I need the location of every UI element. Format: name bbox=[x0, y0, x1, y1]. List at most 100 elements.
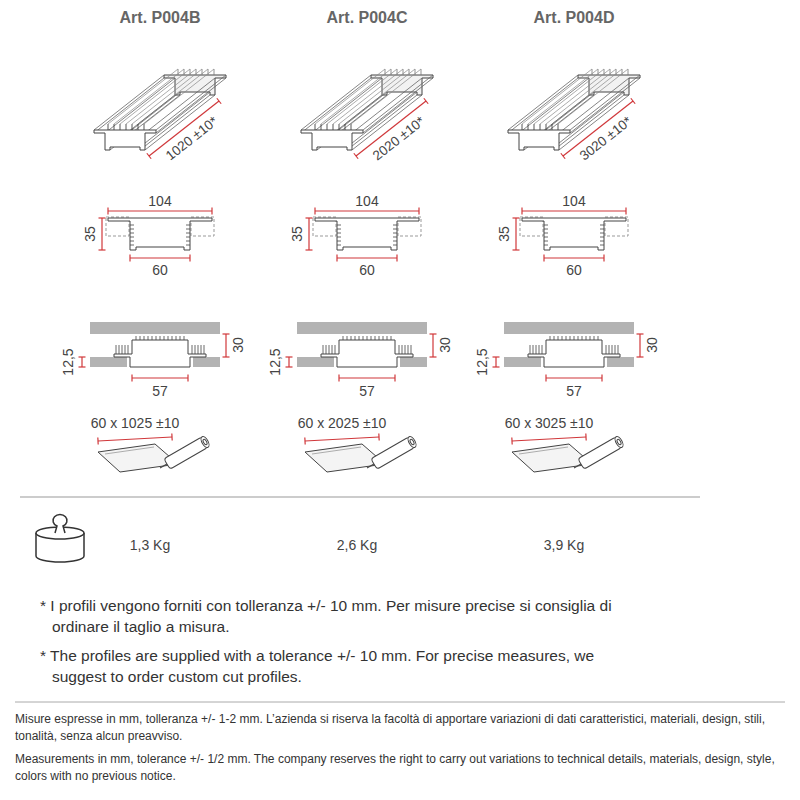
dimension-tick bbox=[513, 249, 520, 250]
dimension-tick bbox=[543, 255, 544, 262]
profile-column bbox=[79, 69, 230, 473]
fin-line bbox=[578, 336, 579, 340]
dimension-tick bbox=[336, 255, 337, 262]
fin-line bbox=[606, 345, 607, 354]
fin-line bbox=[120, 124, 121, 130]
dimension-line bbox=[132, 377, 188, 378]
fin-line bbox=[130, 245, 134, 246]
dimension-tick bbox=[418, 208, 419, 215]
fin-line bbox=[421, 69, 422, 75]
fin-line bbox=[201, 345, 202, 354]
profile-outline bbox=[315, 218, 419, 250]
fin-line bbox=[343, 336, 344, 340]
plasterboard bbox=[90, 357, 127, 367]
fin-line bbox=[393, 245, 397, 246]
dimension-line bbox=[639, 334, 640, 357]
dimension-line bbox=[522, 210, 626, 211]
profile-edge bbox=[508, 78, 578, 133]
fin-line bbox=[337, 229, 341, 230]
profile-edge bbox=[519, 78, 589, 133]
fin-line bbox=[393, 233, 397, 234]
weight-value: 3,9 Kg bbox=[544, 537, 584, 554]
length-dimension: 2020 ±10* bbox=[370, 114, 428, 165]
cutout-shadow bbox=[105, 447, 154, 454]
profile-edge bbox=[301, 75, 371, 130]
profile-outline bbox=[522, 218, 626, 250]
plasterboard bbox=[297, 357, 334, 367]
fin-line bbox=[355, 336, 356, 340]
fin-line bbox=[558, 69, 628, 124]
profile-edge bbox=[105, 78, 175, 133]
fin-line bbox=[180, 336, 181, 340]
width-dimension: 57 bbox=[359, 383, 375, 400]
fin-line bbox=[600, 241, 604, 242]
fin-line bbox=[337, 245, 341, 246]
cutter-tool bbox=[571, 435, 625, 473]
fin-line bbox=[214, 69, 215, 75]
dimension-tick bbox=[99, 249, 106, 250]
width-dimension: 104 bbox=[562, 193, 585, 210]
dimension-tick bbox=[189, 255, 190, 262]
fin-line bbox=[542, 345, 543, 354]
fin-line bbox=[332, 345, 333, 354]
cutout-sketch bbox=[512, 434, 625, 474]
fin-line bbox=[600, 225, 604, 226]
cutter-end bbox=[616, 439, 622, 446]
fin-line bbox=[558, 124, 559, 130]
separator-line bbox=[15, 702, 785, 703]
dimension-tick bbox=[217, 98, 221, 104]
fin-line bbox=[164, 336, 165, 340]
cutter-end bbox=[613, 435, 624, 448]
height-dimension: 35 bbox=[82, 226, 99, 242]
ceiling-slab bbox=[504, 322, 634, 334]
dimension-tick bbox=[521, 208, 522, 215]
dimension-line bbox=[225, 334, 226, 357]
dimension-tick bbox=[97, 438, 99, 445]
fin-line bbox=[393, 225, 397, 226]
fin-line bbox=[337, 233, 341, 234]
profile-section bbox=[306, 208, 422, 262]
dimension-tick bbox=[625, 208, 626, 215]
dimension-tick bbox=[637, 356, 644, 357]
dimension-line bbox=[101, 218, 102, 250]
fin-line bbox=[522, 124, 523, 130]
fin-line bbox=[536, 345, 537, 354]
fin-line bbox=[586, 336, 587, 340]
fin-line bbox=[195, 345, 196, 354]
fin-line bbox=[618, 345, 619, 354]
length-dimension: 1020 ±10* bbox=[163, 114, 221, 165]
fin-line bbox=[582, 336, 583, 340]
height-dimension: 30 bbox=[437, 337, 454, 353]
dimension-tick bbox=[561, 153, 565, 159]
fin-line bbox=[379, 336, 380, 340]
profile-front-face bbox=[301, 130, 363, 150]
fin-line bbox=[590, 336, 591, 340]
profile-outline bbox=[108, 218, 212, 250]
article-code: Art. P004D bbox=[534, 8, 615, 27]
fin-line bbox=[130, 233, 134, 234]
fin-line bbox=[168, 336, 169, 340]
fin-line bbox=[405, 345, 406, 354]
fin-line bbox=[540, 124, 541, 130]
fin-line bbox=[119, 345, 120, 354]
dimension-tick bbox=[79, 356, 86, 357]
fin-line bbox=[615, 345, 616, 354]
dimension-tick bbox=[147, 153, 151, 159]
fin-line bbox=[351, 336, 352, 340]
tolerance-note: * I profili vengono forniti con tolleran… bbox=[40, 596, 612, 638]
fin-line bbox=[186, 245, 190, 246]
fin-line bbox=[337, 241, 341, 242]
plasterboard bbox=[400, 357, 427, 367]
cutout-dimension: 60 x 3025 ±10 bbox=[505, 415, 594, 432]
dimension-tick bbox=[79, 366, 86, 367]
fin-line bbox=[600, 245, 604, 246]
fin-line bbox=[570, 336, 571, 340]
profile-front-face bbox=[94, 130, 156, 150]
fin-line bbox=[399, 345, 400, 354]
plasterboard bbox=[607, 357, 634, 367]
cutout-shadow bbox=[519, 447, 568, 454]
dimension-tick bbox=[187, 375, 188, 382]
fin-line bbox=[125, 345, 126, 354]
width-dimension: 57 bbox=[566, 383, 582, 400]
dimension-tick bbox=[286, 356, 293, 357]
